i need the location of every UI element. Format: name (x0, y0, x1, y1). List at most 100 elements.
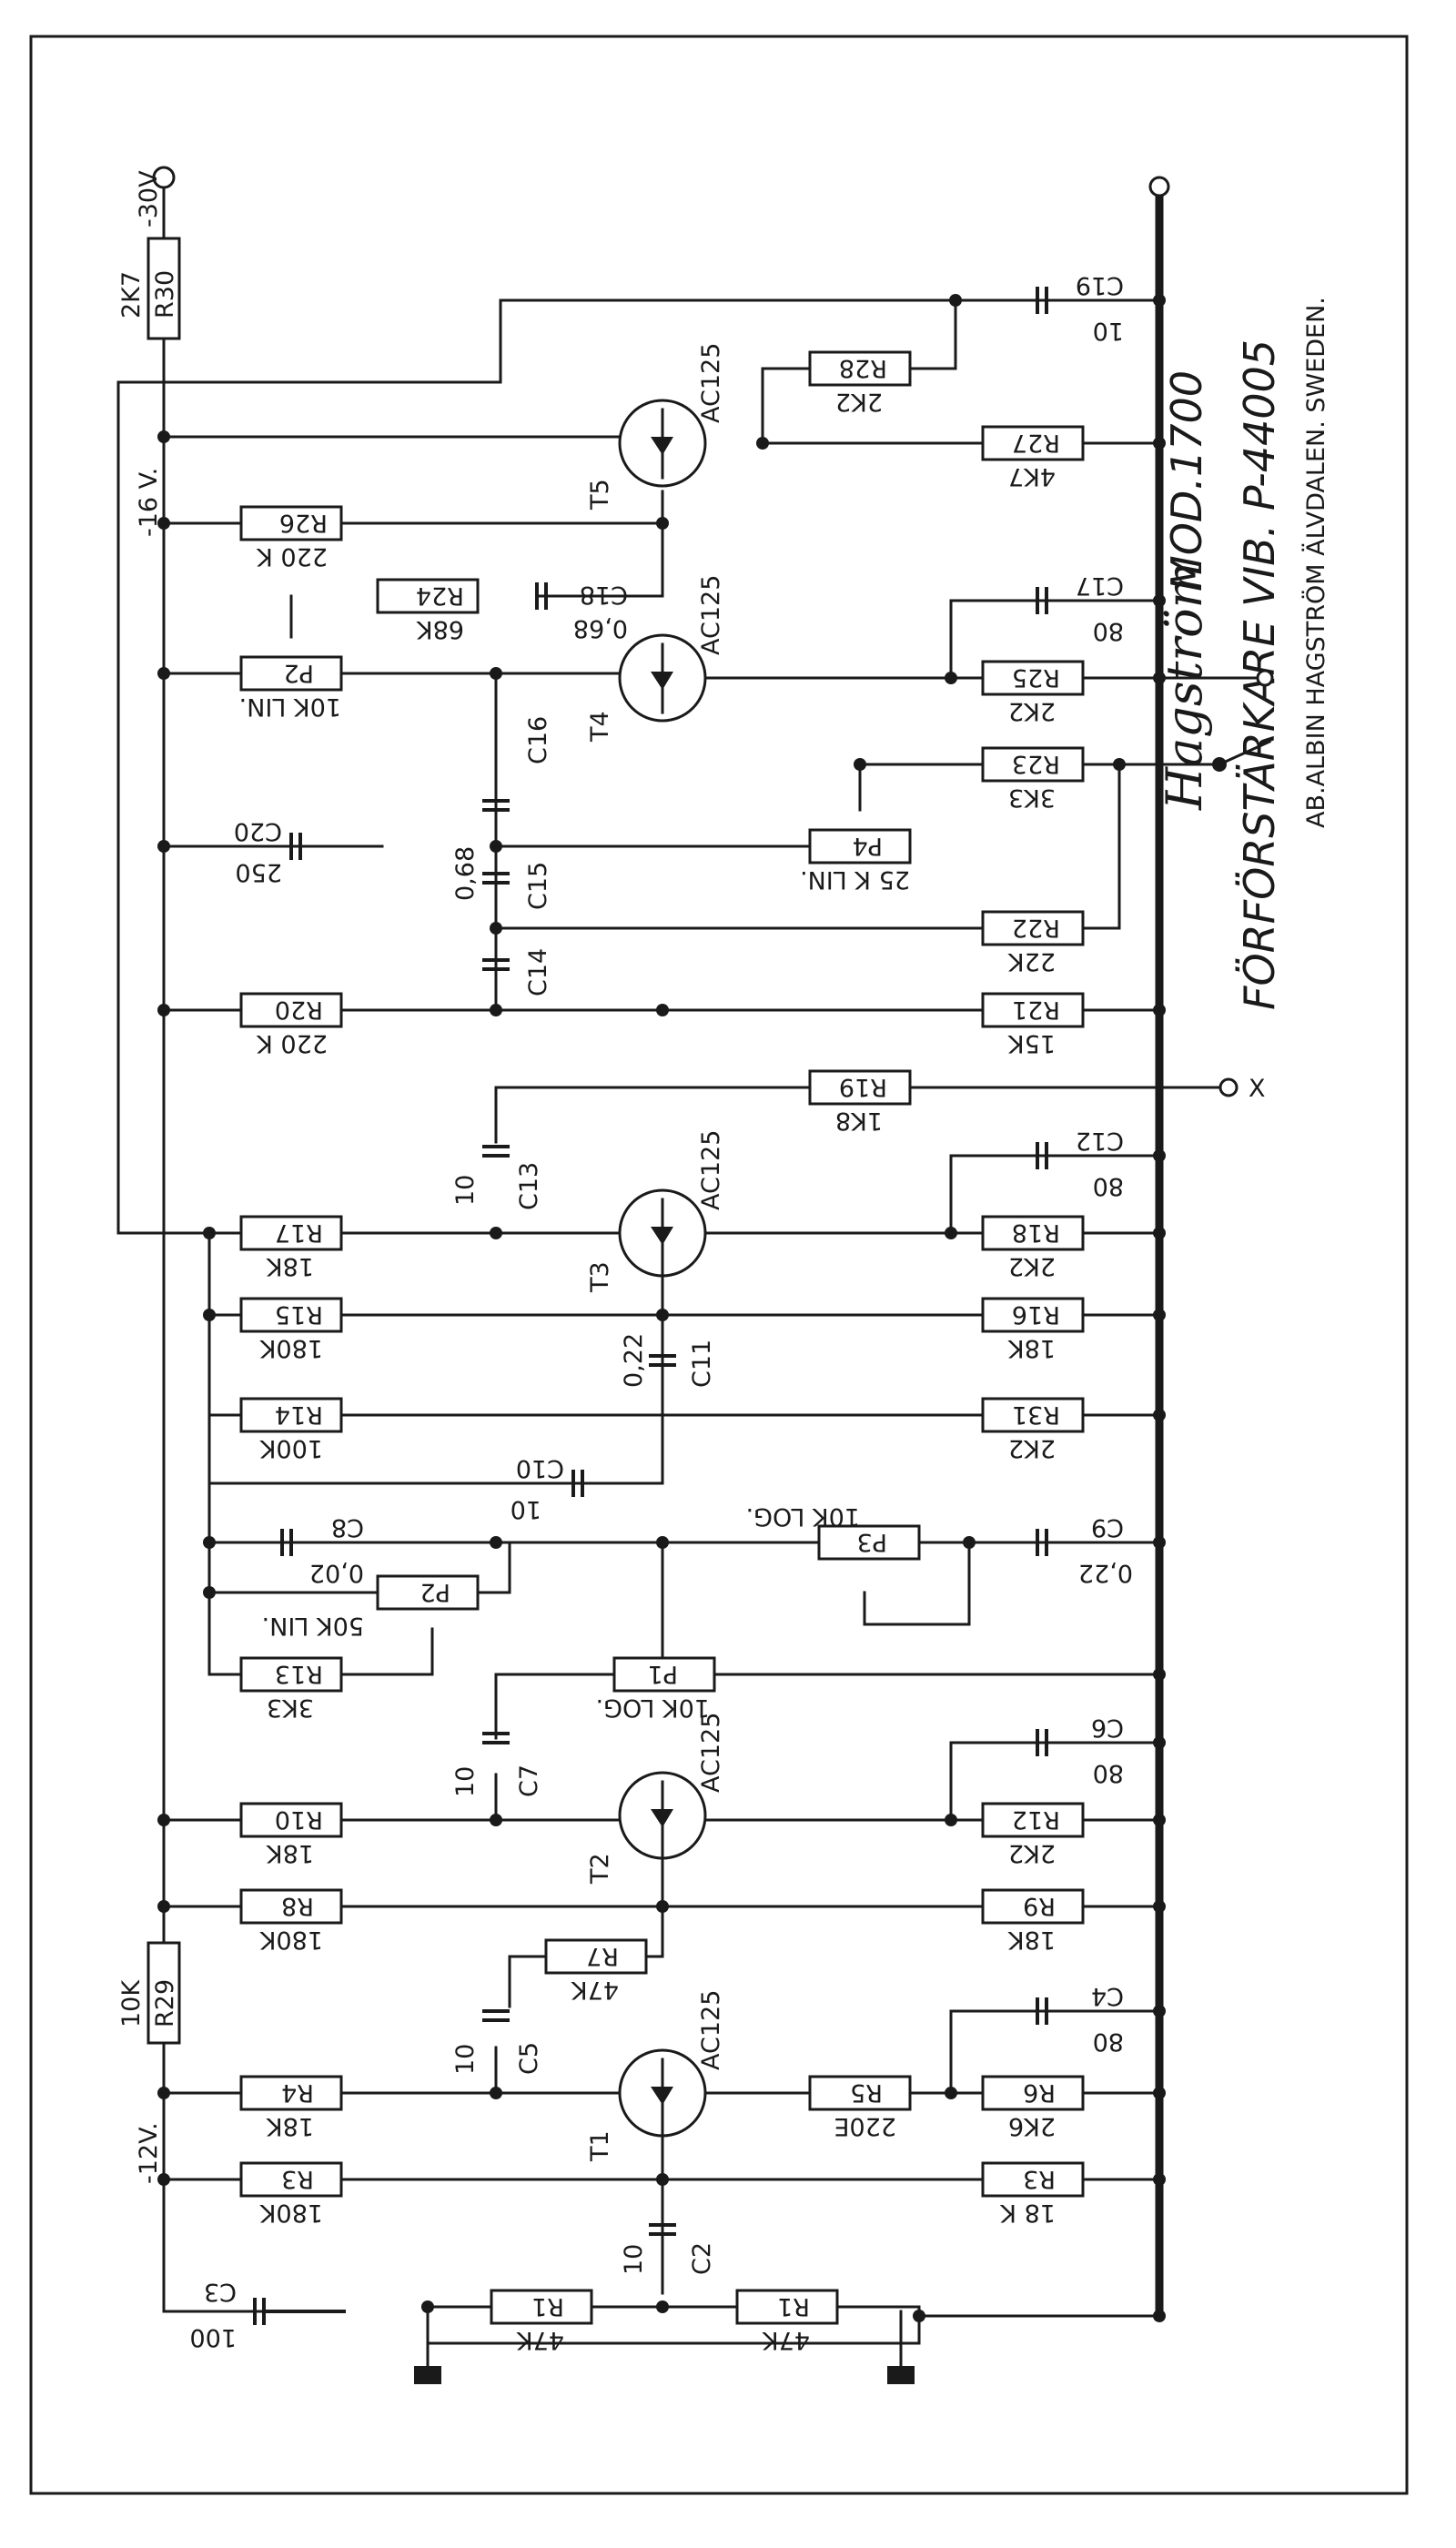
vibrato-switch (1158, 669, 1274, 772)
capacitor-c6: C6 80 (1036, 1714, 1124, 1787)
svg-text:R4: R4 (281, 2078, 314, 2107)
resistor-r6: R6 2K6 (981, 2075, 1085, 2140)
svg-text:18K: 18K (266, 1252, 314, 1280)
svg-text:R9: R9 (1023, 1892, 1056, 1920)
svg-text:25 K LIN.: 25 K LIN. (800, 865, 910, 894)
resistor-r25: R25 2K2 (981, 660, 1085, 725)
capacitor-c7: C7 10 (451, 1732, 543, 1797)
svg-text:C16: C16 (524, 716, 552, 764)
svg-text:P2: P2 (284, 659, 314, 687)
pot-p2-tone: P2 10K LIN. (239, 655, 343, 721)
svg-text:R1: R1 (531, 2292, 564, 2320)
svg-text:100K: 100K (258, 1434, 323, 1462)
svg-text:R27: R27 (1012, 429, 1060, 457)
svg-text:50K LIN.: 50K LIN. (262, 1612, 364, 1640)
svg-text:C7: C7 (515, 1764, 543, 1797)
svg-text:P2: P2 (420, 1578, 450, 1606)
svg-text:T2: T2 (586, 1853, 614, 1885)
transistor-t2: T2 AC125 (586, 1713, 725, 1885)
capacitor-c15: C15 0,68 (451, 846, 552, 910)
resistor-r1-right: R1 47K (735, 2289, 839, 2354)
svg-text:R30: R30 (151, 270, 179, 318)
resistor-r12: R12 2K2 (981, 1802, 1085, 1867)
svg-text:R5: R5 (850, 2078, 883, 2107)
svg-text:C18: C18 (580, 581, 628, 609)
svg-text:0,22: 0,22 (1078, 1559, 1133, 1587)
svg-text:R20: R20 (275, 996, 323, 1024)
svg-text:80: 80 (1093, 617, 1124, 645)
svg-text:C14: C14 (524, 948, 552, 996)
svg-text:180K: 180K (258, 2199, 323, 2227)
capacitor-c12: C12 80 (1036, 1127, 1124, 1200)
brand-logo: Hagström (1156, 561, 1213, 811)
resistor-r18: R18 2K2 (981, 1215, 1085, 1280)
svg-text:18K: 18K (266, 2112, 314, 2140)
resistor-r31: R31 2K2 (981, 1397, 1085, 1462)
svg-text:P4: P4 (853, 832, 883, 860)
capacitor-c19: C19 10 (1036, 271, 1124, 345)
resistor-r4: R4 18K (239, 2075, 343, 2140)
resistor-r16: R16 18K (981, 1297, 1085, 1362)
svg-text:C11: C11 (688, 1340, 716, 1388)
capacitor-c17: C17 80 (1036, 571, 1124, 645)
svg-text:180K: 180K (258, 1926, 323, 1954)
svg-text:0,68: 0,68 (573, 614, 628, 642)
svg-text:R3: R3 (1023, 2165, 1056, 2193)
svg-text:R31: R31 (1012, 1400, 1060, 1429)
supply-terminal (152, 166, 176, 189)
svg-text:80: 80 (1093, 1172, 1124, 1200)
svg-text:C17: C17 (1076, 571, 1124, 600)
svg-text:2K2: 2K2 (835, 388, 883, 416)
svg-text:47K: 47K (516, 2326, 564, 2354)
svg-text:220 K: 220 K (256, 542, 328, 571)
svg-text:3K3: 3K3 (267, 1694, 314, 1722)
svg-text:2K2: 2K2 (1008, 1434, 1056, 1462)
svg-text:R12: R12 (1012, 1805, 1060, 1834)
svg-text:15K: 15K (1007, 1029, 1056, 1057)
resistor-r20: R20 220 K (239, 992, 343, 1057)
svg-text:C6: C6 (1091, 1714, 1124, 1742)
pot-p1-volume: P1 10K LOG. (596, 1656, 716, 1722)
svg-text:10K LOG.: 10K LOG. (596, 1694, 710, 1722)
resistor-r26: R26 220 K (239, 505, 343, 571)
svg-text:4K7: 4K7 (1008, 462, 1056, 490)
svg-text:C3: C3 (204, 2278, 237, 2306)
svg-text:10: 10 (1093, 317, 1124, 345)
svg-text:10: 10 (451, 2044, 480, 2075)
svg-text:T1: T1 (586, 2130, 614, 2162)
model-label: MOD.1700 (1162, 370, 1211, 592)
svg-text:R24: R24 (416, 581, 464, 610)
svg-text:10: 10 (451, 1175, 480, 1206)
output-mark: X (1249, 1075, 1266, 1103)
svg-text:R29: R29 (151, 1979, 179, 2027)
svg-text:R10: R10 (275, 1805, 323, 1834)
svg-text:1K8: 1K8 (835, 1107, 883, 1135)
capacitor-c20: C20 250 (234, 817, 302, 886)
junction-dots (157, 294, 1166, 2322)
svg-text:R25: R25 (1012, 663, 1060, 692)
svg-text:10: 10 (451, 1766, 480, 1797)
svg-text:R17: R17 (275, 1218, 323, 1247)
input-jack-right (887, 2310, 915, 2384)
resistor-r30: R30 2K7 (117, 237, 181, 340)
svg-text:R6: R6 (1023, 2078, 1056, 2107)
svg-text:2K2: 2K2 (1008, 1839, 1056, 1867)
resistor-r23: R23 3K3 (981, 746, 1085, 812)
svg-text:C8: C8 (331, 1513, 364, 1542)
resistor-r8: R8 180K (239, 1888, 343, 1954)
svg-text:R13: R13 (275, 1660, 323, 1688)
capacitor-c9: C9 0,22 (1036, 1513, 1133, 1587)
svg-text:P1: P1 (648, 1660, 678, 1688)
svg-text:C15: C15 (524, 862, 552, 910)
svg-text:2K2: 2K2 (1008, 697, 1056, 725)
supply-label-30v: -30V (135, 170, 163, 228)
pot-p2-balance: P2 50K LIN. (262, 1574, 480, 1640)
svg-text:C9: C9 (1091, 1513, 1124, 1542)
capacitor-c5: C5 10 (451, 2009, 543, 2075)
svg-text:AC125: AC125 (697, 1130, 725, 1210)
svg-text:R26: R26 (279, 509, 328, 537)
company-name: AB.ALBIN HAGSTRÖM ÄLVDALEN. SWEDEN. (1301, 297, 1330, 828)
svg-text:10K LOG.: 10K LOG. (746, 1502, 860, 1531)
pot-p4-depth: P4 25 K LIN. (800, 828, 912, 894)
svg-text:R1: R1 (777, 2292, 810, 2320)
